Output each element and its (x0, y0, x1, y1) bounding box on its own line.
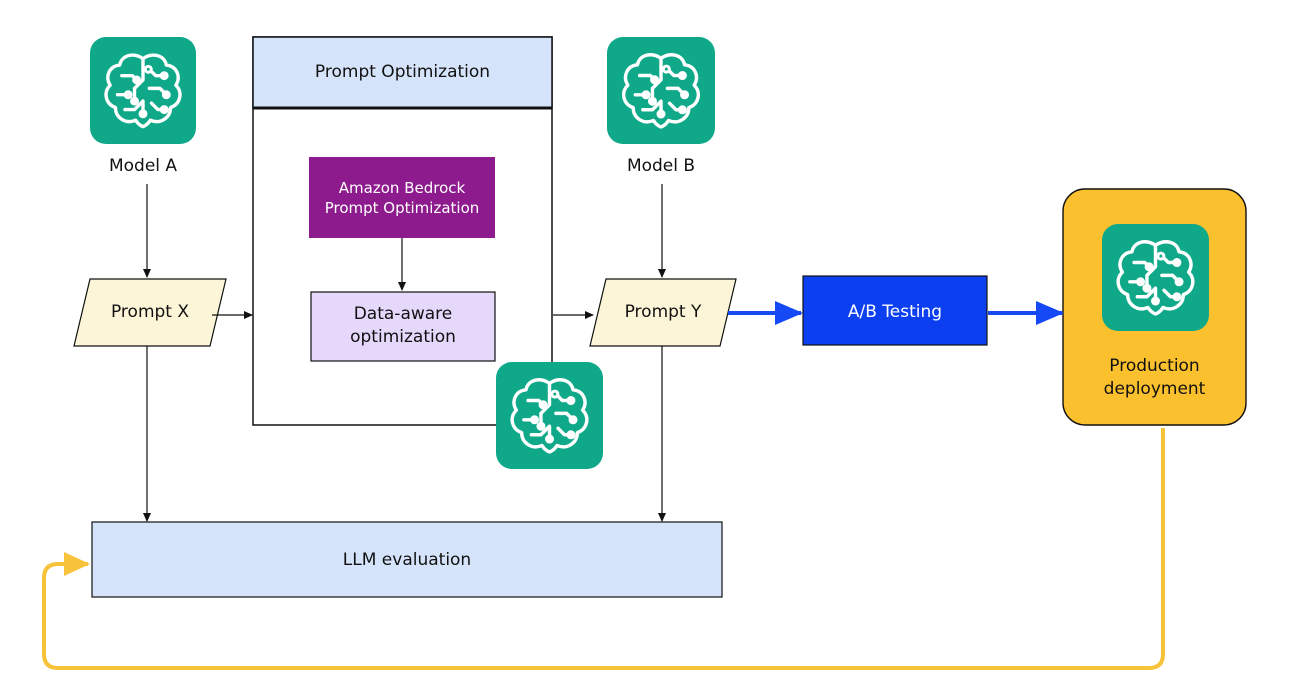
bedrock-label: Amazon Bedrock Prompt Optimization (309, 178, 495, 218)
feedback-loop-arrow (42, 428, 1165, 670)
prompt-y-label: Prompt Y (624, 302, 702, 322)
production-label-line2: deployment (1103, 379, 1206, 399)
data-aware-label-line1: Data-aware (353, 304, 453, 324)
data-aware-label: Data-aware optimization (311, 303, 495, 349)
optimizer-brain-icon (496, 362, 603, 469)
prompt-y-shape (589, 278, 737, 347)
model-b-label: Model B (626, 156, 696, 176)
llm-evaluation-label: LLM evaluation (342, 550, 472, 570)
model-a-label: Model A (108, 156, 178, 176)
production-label: Production deployment (1063, 355, 1246, 401)
model-a-brain-icon (90, 37, 196, 144)
prompt-x-shape (73, 278, 227, 347)
bedrock-label-line1: Amazon Bedrock (338, 179, 466, 197)
bedrock-prompt-optimization-box (309, 157, 495, 238)
model-b-brain-icon (607, 37, 715, 144)
data-aware-optimization-box (310, 291, 496, 362)
prompt-optimization-title: Prompt Optimization (314, 62, 491, 82)
data-aware-label-line2: optimization (350, 327, 456, 347)
prompt-x-label: Prompt X (110, 302, 190, 322)
ab-testing-label: A/B Testing (847, 302, 943, 322)
ab-testing-box (802, 275, 988, 346)
bedrock-label-line2: Prompt Optimization (324, 199, 480, 217)
production-label-line1: Production (1109, 356, 1200, 376)
llm-evaluation-box (91, 521, 723, 598)
production-brain-icon (1102, 224, 1209, 331)
prompt-optimization-header (252, 36, 553, 109)
